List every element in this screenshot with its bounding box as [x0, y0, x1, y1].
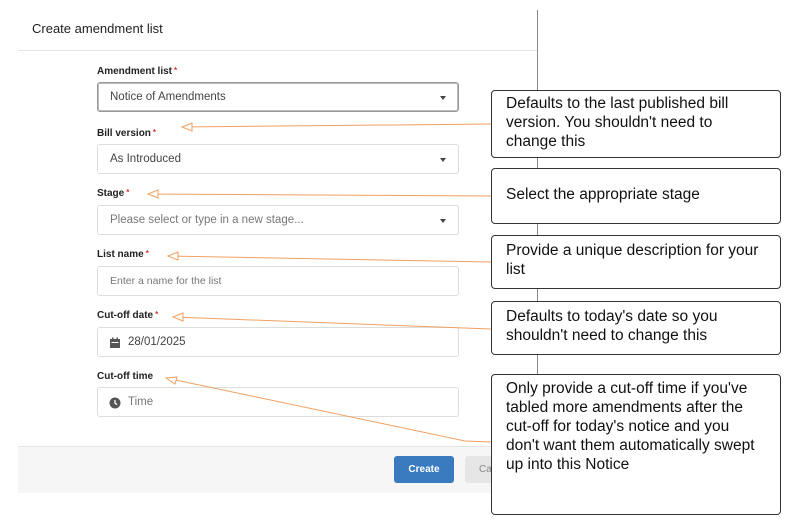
callout-list-name: Provide a unique description for your li…: [491, 235, 781, 289]
cutoff-date-value: 28/01/2025: [128, 336, 186, 348]
connector-cutoff-date: [172, 316, 492, 330]
required-marker: *: [174, 66, 178, 75]
required-marker: *: [145, 249, 149, 258]
dialog-title: Create amendment list: [32, 21, 163, 36]
arrowhead: [180, 122, 193, 132]
create-button[interactable]: Create: [394, 456, 454, 483]
bill-version-select[interactable]: As Introduced: [97, 144, 459, 174]
callout-cutoff-date: Defaults to today's date so you shouldn'…: [491, 301, 781, 355]
arrowhead: [146, 189, 159, 199]
create-amendment-list-dialog: Create amendment list Amendment list* No…: [18, 10, 538, 493]
cutoff-date-label: Cut-off date*: [97, 310, 159, 321]
arrowhead: [166, 251, 179, 261]
amendment-list-select[interactable]: Notice of Amendments: [97, 82, 459, 112]
amendment-list-label: Amendment list*: [97, 66, 178, 77]
dialog-header: Create amendment list: [18, 10, 537, 51]
chevron-down-icon: [440, 219, 446, 223]
list-name-label: List name*: [97, 249, 149, 260]
cutoff-time-placeholder: Time: [128, 396, 154, 408]
cutoff-date-input[interactable]: 28/01/2025: [97, 327, 459, 357]
required-marker: *: [155, 310, 159, 319]
clock-icon: [109, 397, 121, 409]
amendment-list-value: Notice of Amendments: [110, 91, 226, 103]
callout-cutoff-time: Only provide a cut-off time if you've ta…: [491, 374, 781, 515]
list-name-placeholder: Enter a name for the list: [110, 275, 222, 287]
calendar-icon: [110, 337, 120, 348]
required-marker: *: [152, 128, 157, 137]
list-name-input[interactable]: Enter a name for the list: [97, 266, 459, 296]
stage-select[interactable]: Please select or type in a new stage...: [97, 205, 459, 235]
required-marker: *: [126, 188, 130, 197]
stage-placeholder: Please select or type in a new stage...: [110, 214, 304, 226]
bill-version-label: Bill version*: [97, 128, 157, 139]
chevron-down-icon: [440, 96, 446, 100]
connector-list-name: [167, 255, 492, 263]
arrowhead: [164, 376, 178, 385]
callout-stage: Select the appropriate stage: [491, 168, 781, 224]
cutoff-time-label: Cut-off time: [97, 371, 154, 382]
stage-label: Stage*: [97, 188, 130, 199]
connector-stage: [147, 193, 492, 197]
arrowhead: [171, 312, 184, 322]
chevron-down-icon: [440, 158, 446, 162]
bill-version-value: As Introduced: [110, 153, 181, 165]
connector-cutoff-time: [165, 377, 492, 443]
callout-bill-version: Defaults to the last published bill vers…: [491, 90, 781, 158]
connector-bill-version: [181, 123, 492, 128]
